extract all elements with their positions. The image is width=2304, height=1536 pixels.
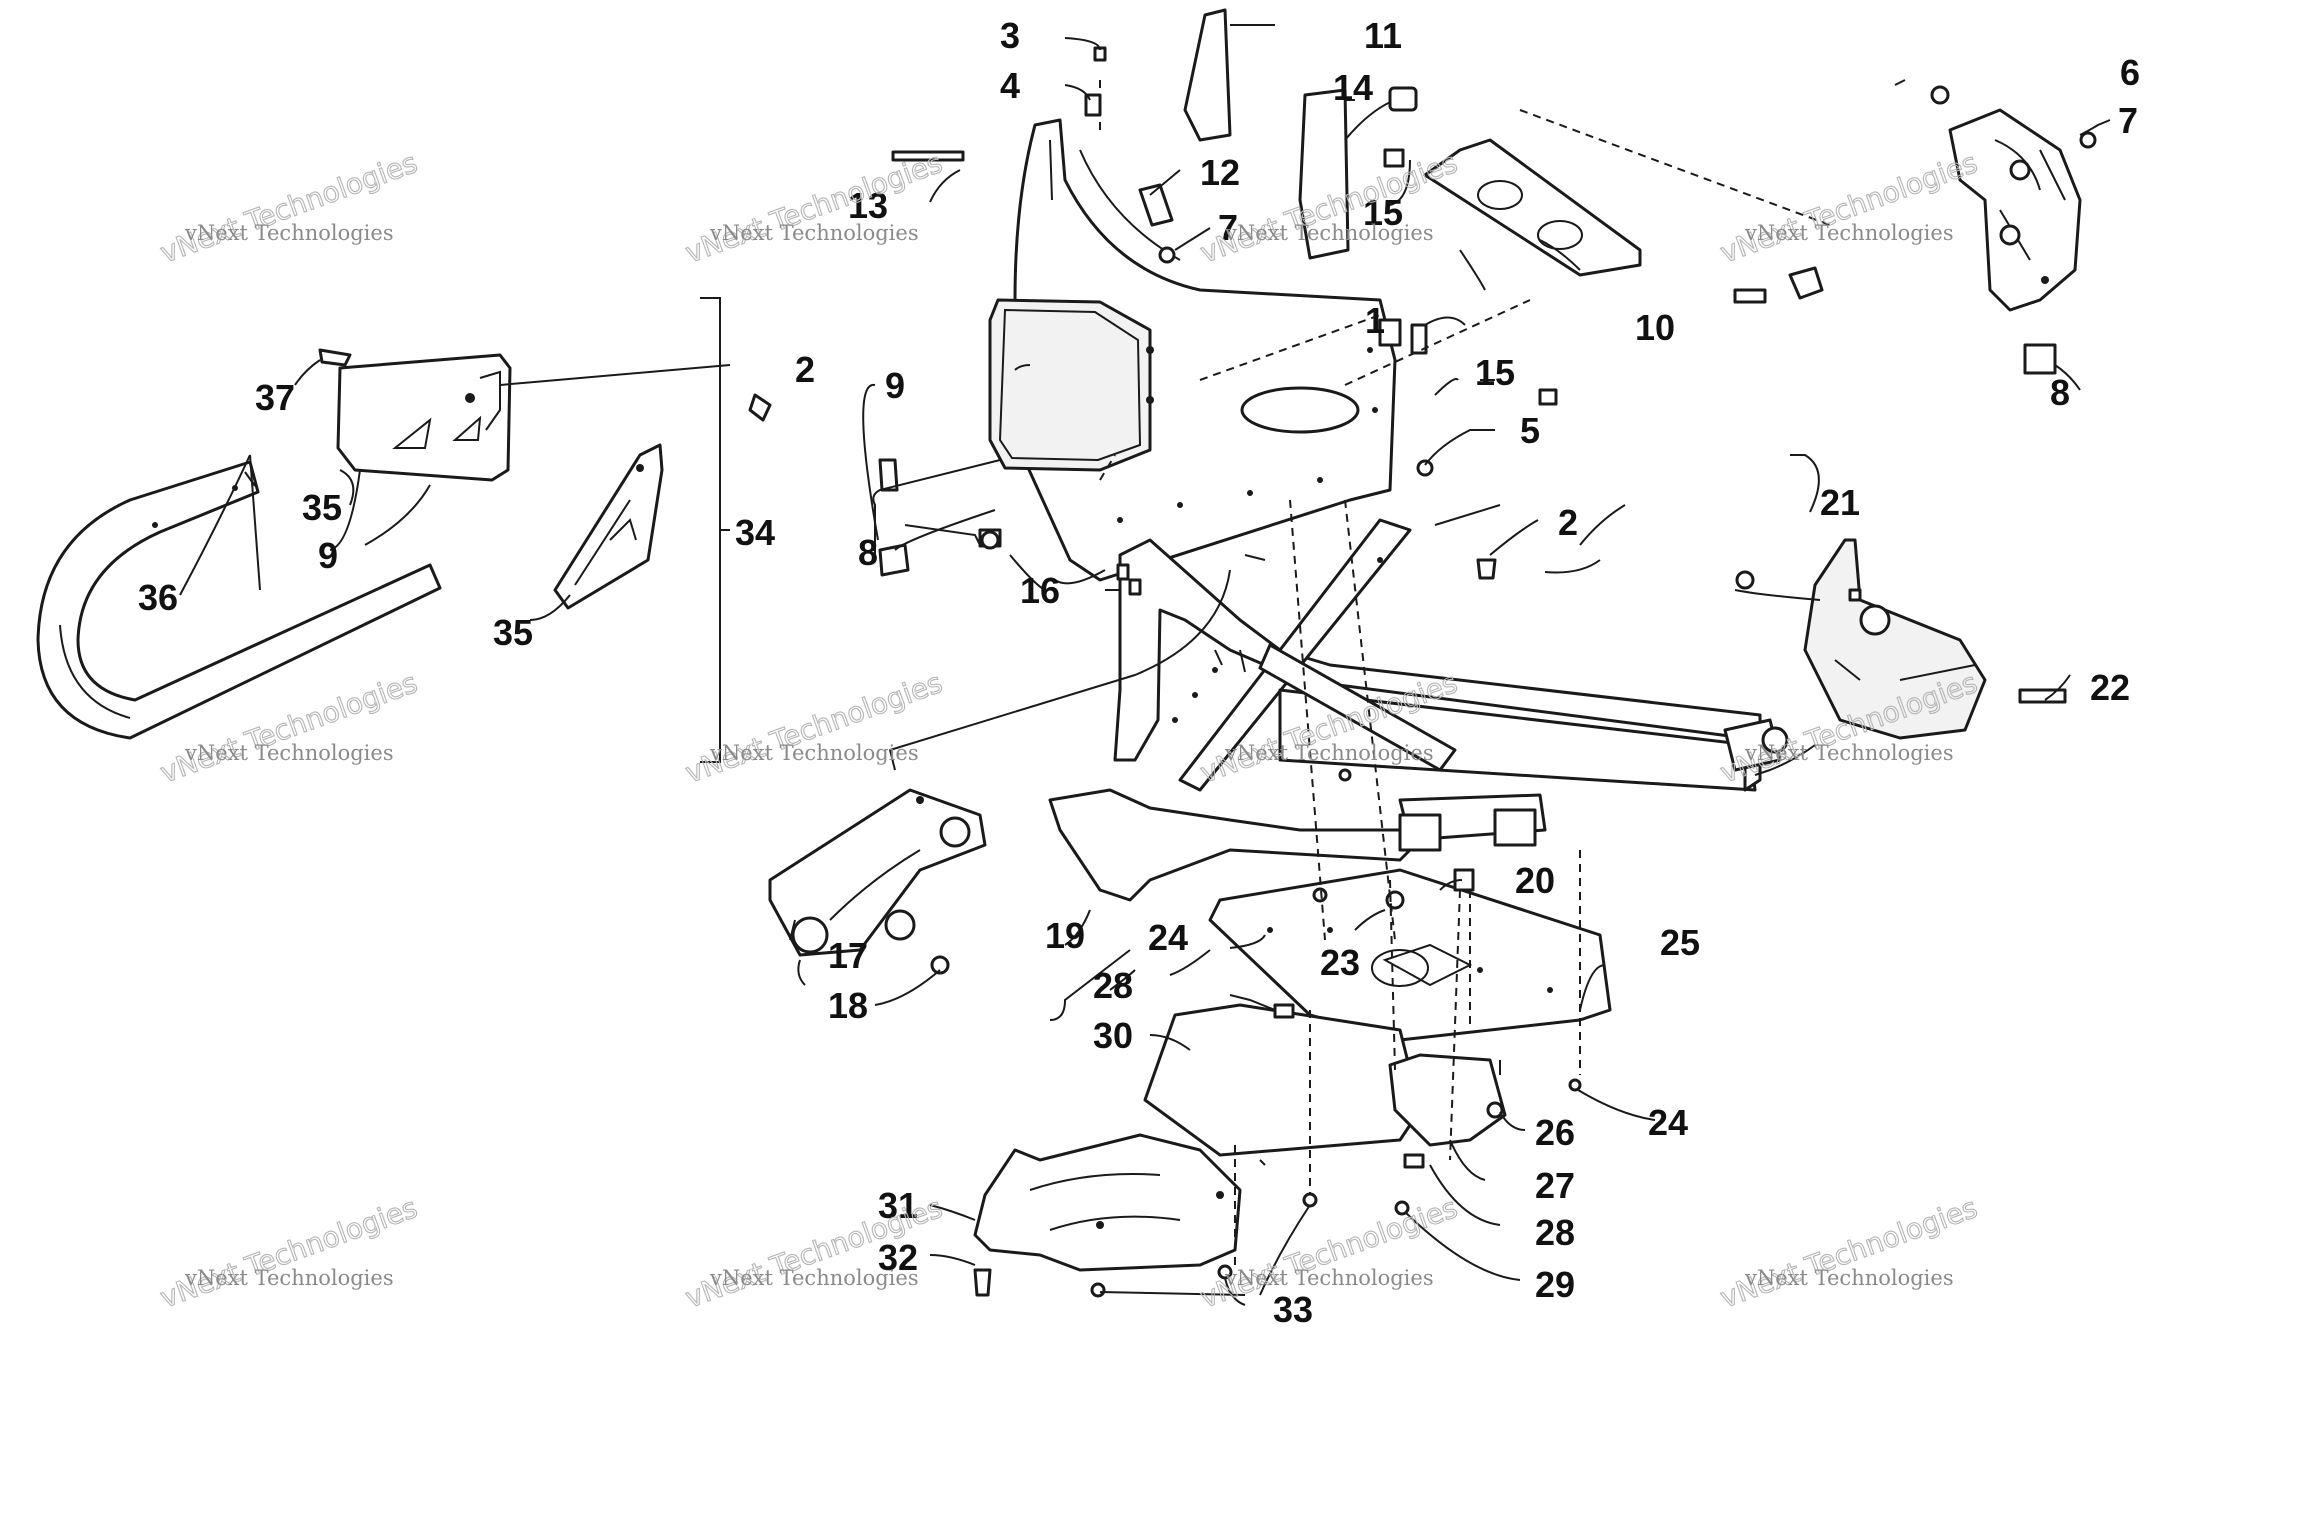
strip	[1138, 183, 1174, 227]
callout-32: 32	[878, 1237, 918, 1278]
callout-6: 6	[2120, 52, 2140, 93]
gasket	[1388, 1053, 1507, 1147]
watermark-9: vNext Technologies vNext Technologies	[155, 1190, 422, 1315]
callout-35-upper: 35	[302, 487, 342, 528]
callout-26: 26	[1535, 1112, 1575, 1153]
callout-23: 23	[1320, 942, 1360, 983]
svg-text:vNext Technologies: vNext Technologies	[1224, 221, 1434, 245]
svg-text:vNext Technologies: vNext Technologies	[681, 146, 947, 270]
callout-18: 18	[828, 985, 868, 1026]
right-mount-bracket	[1948, 108, 2082, 312]
right-bracket-tab	[1788, 266, 1824, 300]
main-frame	[1048, 518, 1789, 902]
callout-12: 12	[1200, 152, 1240, 193]
callout-30: 30	[1093, 1015, 1133, 1056]
callout-7-center: 7	[1218, 207, 1238, 248]
top-plate	[1423, 138, 1642, 277]
svg-text:vNext Technologies: vNext Technologies	[1716, 146, 1982, 270]
rear-cover-bracket	[973, 1133, 1242, 1272]
callout-4: 4	[1000, 65, 1020, 106]
watermark-2: vNext Technologies vNext Technologies	[680, 145, 947, 270]
callout-28-lower: 28	[1535, 1212, 1575, 1253]
svg-text:vNext Technologies: vNext Technologies	[709, 221, 919, 245]
watermark-12: vNext Technologies vNext Technologies	[1715, 1190, 1982, 1315]
callout-9-upper: 9	[885, 365, 905, 406]
callout-3: 3	[1000, 15, 1020, 56]
callout-10: 10	[1635, 307, 1675, 348]
callout-9-lower: 9	[318, 535, 338, 576]
callout-24-upper: 24	[1148, 917, 1188, 958]
callout-29: 29	[1535, 1264, 1575, 1305]
svg-text:vNext Technologies: vNext Technologies	[709, 1266, 919, 1290]
svg-text:vNext Technologies: vNext Technologies	[1744, 1266, 1954, 1290]
callout-36: 36	[138, 577, 178, 618]
callout-13: 13	[848, 185, 888, 226]
callout-24-lower: 24	[1648, 1102, 1688, 1143]
svg-text:vNext Technologies: vNext Technologies	[1716, 1191, 1982, 1315]
callout-31: 31	[878, 1185, 918, 1226]
callout-labels: 1 2 2 3 4 5 6 7 7 8 8 9 9 10 11 12 13 14…	[138, 15, 2140, 1330]
svg-text:vNext Technologies: vNext Technologies	[1224, 1266, 1434, 1290]
callout-20: 20	[1515, 860, 1555, 901]
callout-37: 37	[255, 377, 295, 418]
callout-16: 16	[1020, 570, 1060, 611]
watermark-10: vNext Technologies vNext Technologies	[680, 1190, 947, 1315]
svg-text:vNext Technologies: vNext Technologies	[1224, 741, 1434, 765]
callout-25: 25	[1660, 922, 1700, 963]
callout-28-upper: 28	[1093, 965, 1133, 1006]
callout-8-right: 8	[2050, 372, 2070, 413]
callout-22: 22	[2090, 667, 2130, 708]
callout-27: 27	[1535, 1165, 1575, 1206]
svg-text:vNext Technologies: vNext Technologies	[156, 1191, 422, 1315]
dashed-assembly-lines	[1099, 80, 1831, 1265]
svg-text:vNext Technologies: vNext Technologies	[156, 146, 422, 270]
callout-8-left: 8	[858, 532, 878, 573]
skid-plate	[1208, 868, 1612, 1042]
callout-15-lower: 15	[1475, 352, 1515, 393]
callout-14: 14	[1333, 67, 1373, 108]
callout-2-upper: 2	[795, 349, 815, 390]
svg-text:vNext Technologies: vNext Technologies	[184, 741, 394, 765]
bumper-bracket-upper	[336, 353, 512, 482]
right-bracket-bolt	[1733, 288, 1767, 304]
tab-piece	[1183, 8, 1232, 142]
svg-text:vNext Technologies: vNext Technologies	[709, 741, 919, 765]
callout-21: 21	[1820, 482, 1860, 523]
callout-19: 19	[1045, 915, 1085, 956]
svg-text:vNext Technologies: vNext Technologies	[184, 1266, 394, 1290]
callout-17: 17	[828, 935, 868, 976]
svg-text:vNext Technologies: vNext Technologies	[1744, 221, 1954, 245]
svg-text:vNext Technologies: vNext Technologies	[1744, 741, 1954, 765]
watermark-1: vNext Technologies vNext Technologies	[155, 145, 422, 270]
bumper-bracket-lower	[553, 443, 664, 610]
callout-1: 1	[1365, 300, 1385, 341]
belly-cover	[1143, 1003, 1422, 1157]
callout-15-upper: 15	[1363, 192, 1403, 233]
callout-35-lower: 35	[493, 612, 533, 653]
harness-bracket	[1298, 86, 1418, 260]
callout-5: 5	[1520, 410, 1540, 451]
callout-7-right: 7	[2118, 100, 2138, 141]
left-spindle-mount	[768, 788, 987, 957]
callout-2-lower: 2	[1558, 502, 1578, 543]
svg-text:vNext Technologies: vNext Technologies	[184, 221, 394, 245]
callout-11: 11	[1364, 15, 1402, 56]
leader-lines	[179, 24, 2111, 1306]
callout-33: 33	[1273, 1289, 1313, 1330]
callout-34: 34	[735, 512, 775, 553]
